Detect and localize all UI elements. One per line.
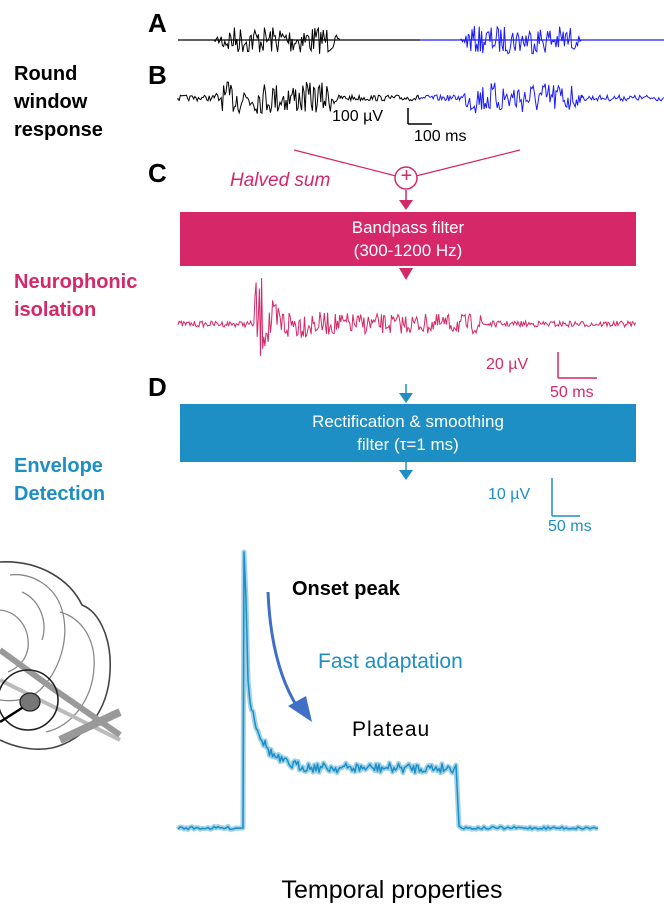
bandpass-line2: (300-1200 Hz) bbox=[353, 241, 463, 260]
scale-b-voltage: 100 µV bbox=[332, 108, 384, 125]
arrow-to-rectification bbox=[399, 393, 413, 403]
arrow-from-bandpass bbox=[399, 268, 413, 280]
temporal-properties-title: Temporal properties bbox=[281, 876, 503, 904]
teal-arrows bbox=[399, 384, 413, 480]
label-round-window: Round window response bbox=[14, 63, 103, 141]
trace-a bbox=[178, 25, 664, 55]
halved-sum-label: Halved sum bbox=[230, 170, 331, 191]
scale-d-time: 50 ms bbox=[548, 518, 592, 535]
plateau-label: Plateau bbox=[352, 718, 431, 741]
neurophonic-trace bbox=[177, 277, 637, 356]
bandpass-line1: Bandpass filter bbox=[351, 218, 465, 237]
sum-funnel bbox=[293, 149, 521, 280]
arrow-to-bandpass bbox=[399, 200, 413, 210]
panel-letter-d: D bbox=[148, 372, 167, 402]
envelope-mean-line bbox=[177, 551, 598, 831]
scale-bar-c bbox=[557, 352, 597, 379]
panel-letter-a: A bbox=[148, 8, 167, 38]
rectification-line2: filter (τ=1 ms) bbox=[357, 435, 459, 454]
bandpass-filter-box: Bandpass filter (300-1200 Hz) bbox=[180, 212, 636, 266]
scale-d-voltage: 10 µV bbox=[488, 486, 531, 503]
fast-adaptation-label: Fast adaptation bbox=[318, 650, 463, 673]
trace-a-burst-blue bbox=[459, 25, 582, 55]
sum-circle bbox=[394, 166, 418, 190]
trace-b-black bbox=[177, 81, 420, 115]
trace-b-blue bbox=[419, 82, 664, 114]
envelope-plot bbox=[176, 549, 599, 832]
label-envelope: Envelope Detection bbox=[14, 455, 106, 505]
scale-c-time: 50 ms bbox=[550, 384, 594, 401]
adaptation-arrow bbox=[266, 591, 312, 722]
label-neurophonic: Neurophonic isolation bbox=[14, 271, 138, 321]
cochlea-illustration bbox=[0, 561, 122, 750]
trace-b bbox=[177, 81, 664, 115]
scale-b-time: 100 ms bbox=[414, 128, 467, 145]
plus-symbol: + bbox=[400, 165, 413, 187]
onset-peak-label: Onset peak bbox=[292, 578, 400, 600]
scale-c-voltage: 20 µV bbox=[486, 356, 529, 373]
panel-letter-c: C bbox=[148, 158, 167, 188]
scale-bar-b bbox=[407, 108, 432, 125]
arrow-from-rectification bbox=[399, 470, 413, 480]
scale-bar-d bbox=[551, 478, 580, 517]
rectification-line1: Rectification & smoothing bbox=[312, 412, 504, 431]
rectification-filter-box: Rectification & smoothing filter (τ=1 ms… bbox=[180, 404, 636, 462]
trace-a-burst-black bbox=[213, 26, 341, 54]
panel-letter-b: B bbox=[148, 60, 167, 90]
